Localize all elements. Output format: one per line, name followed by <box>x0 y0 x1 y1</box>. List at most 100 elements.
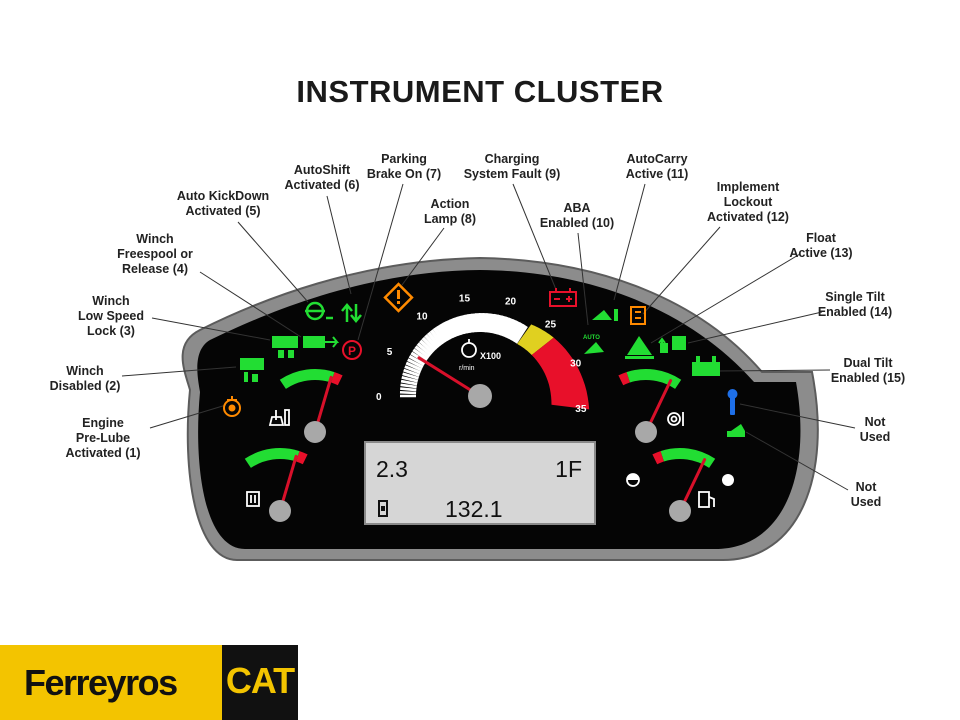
small-gauges <box>244 369 716 522</box>
tach-tick-mark <box>426 331 441 348</box>
leader-line-15 <box>715 369 831 372</box>
tach-tick-mark <box>484 313 492 333</box>
label-line: Lamp (8) <box>423 212 477 226</box>
tach-tick-mark <box>507 320 522 341</box>
action-lamp-icon <box>383 282 414 313</box>
label-line: Parking <box>381 152 427 166</box>
label-line: Enabled (14) <box>817 305 893 319</box>
lcd-gear-value: 1F <box>555 456 582 482</box>
label-line: Lock (3) <box>87 324 135 338</box>
tach-tick-mark <box>421 336 437 352</box>
leader-line-17 <box>745 431 849 491</box>
tach-tick-mark <box>435 324 449 343</box>
label-autocarry: AutoCarry Active (11) <box>607 152 707 182</box>
maker-logo-box <box>222 645 298 720</box>
implement-lockout-icon <box>630 306 646 325</box>
label-dual-tilt: Dual Tilt Enabled (15) <box>818 356 918 386</box>
autoshift-icon <box>341 303 362 323</box>
leader-line-3 <box>151 317 271 341</box>
engine-prelube-icon <box>223 396 241 417</box>
tach-tick-mark <box>414 345 431 359</box>
tach-tick-mark <box>487 313 496 334</box>
aba-enabled-icon: AUTO <box>583 335 604 354</box>
leader-line-8 <box>401 227 445 286</box>
full-marker-icon <box>722 474 734 486</box>
tach-unit-top: X100 <box>480 351 501 361</box>
parking-brake-glyph: P <box>348 344 356 358</box>
leader-line-13 <box>650 253 801 344</box>
transmission-gauge-hub <box>635 421 657 443</box>
tach-tick-mark <box>471 313 478 333</box>
tach-tick-label: 0 <box>376 392 382 403</box>
label-winch-low-speed-lock: Winch Low Speed Lock (3) <box>56 294 166 339</box>
label-winch-freespool: Winch Freespool or Release (4) <box>100 232 210 277</box>
tach-tick-mark <box>463 314 472 334</box>
aba-auto-glyph: AUTO <box>583 335 600 341</box>
label-action-lamp: Action Lamp (8) <box>405 197 495 227</box>
fuel-gauge-hub <box>669 500 691 522</box>
label-not-used-2: Not Used <box>831 480 901 510</box>
tach-tick-label: 30 <box>570 358 582 369</box>
label-auto-kickdown: Auto KickDown Activated (5) <box>163 189 283 219</box>
tach-tick-mark <box>512 324 528 344</box>
tach-tick-mark <box>445 319 457 338</box>
label-line: System Fault (9) <box>463 167 561 181</box>
transmission-temp-icon <box>667 412 684 426</box>
leader-line-6 <box>326 195 352 295</box>
label-line: Brake On (7) <box>366 167 442 181</box>
leader-line-7 <box>357 183 404 341</box>
transmission-gauge-red-band <box>618 372 630 386</box>
tach-tick-mark <box>429 329 444 346</box>
coolant-temp-icon <box>268 409 290 426</box>
label-line: Auto KickDown <box>176 189 270 203</box>
hydraulic-gauge-hub <box>269 500 291 522</box>
tach-tick-label: 10 <box>416 312 428 323</box>
tach-tick-mark <box>400 383 417 389</box>
dealer-logo: Ferreyros <box>24 662 178 703</box>
label-line: Used <box>850 495 882 509</box>
tach-tick-mark <box>481 313 488 333</box>
hydraulic-temp-icon <box>246 491 260 507</box>
label-line: Winch <box>136 232 174 246</box>
label-line: Active (13) <box>789 246 853 260</box>
label-aba-enabled: ABA Enabled (10) <box>527 201 627 231</box>
label-line: Not <box>864 415 886 429</box>
label-autoshift: AutoShift Activated (6) <box>272 163 372 193</box>
tach-tick-mark <box>407 358 424 369</box>
tach-tick-mark <box>419 339 435 354</box>
lcd-top-left-value: 2.3 <box>376 456 408 482</box>
tach-caution-band <box>517 324 554 355</box>
leader-line-5 <box>237 221 309 303</box>
label-line: Winch <box>66 364 104 378</box>
leader-line-11 <box>613 183 646 301</box>
tach-tick-mark <box>408 354 426 366</box>
coolant-gauge-red-band <box>331 372 343 386</box>
hourglass-icon <box>378 500 388 517</box>
tach-tick-label: 35 <box>575 404 587 415</box>
label-parking-brake: Parking Brake On (7) <box>354 152 454 182</box>
label-line: Dual Tilt <box>843 356 893 370</box>
tach-tick-mark <box>424 334 439 350</box>
tach-tick-mark <box>400 387 417 392</box>
tach-hub <box>468 384 492 408</box>
tach-tick-mark <box>456 315 466 335</box>
label-line: Pre-Lube <box>75 431 131 445</box>
label-line: Action <box>430 197 470 211</box>
label-line: Freespool or <box>117 247 193 261</box>
tach-tick-mark <box>496 315 507 336</box>
label-implement-lockout: Implement Lockout Activated (12) <box>693 180 803 225</box>
tach-tick-mark <box>452 317 463 336</box>
label-line: Implement <box>716 180 780 194</box>
label-line: Used <box>859 430 891 444</box>
tach-tick-label: 20 <box>505 296 517 307</box>
tach-tick-label: 5 <box>387 347 393 358</box>
lcd-service-hours-value: 132.1 <box>445 496 503 522</box>
label-single-tilt: Single Tilt Enabled (14) <box>805 290 905 320</box>
single-tilt-icon <box>658 336 686 353</box>
tach-tick-mark <box>449 318 460 337</box>
tach-tick-mark <box>399 390 417 395</box>
label-line: Disabled (2) <box>49 379 121 393</box>
fuel-gauge-red-band <box>652 451 664 465</box>
winch-low-speed-lock-icon <box>272 336 298 358</box>
